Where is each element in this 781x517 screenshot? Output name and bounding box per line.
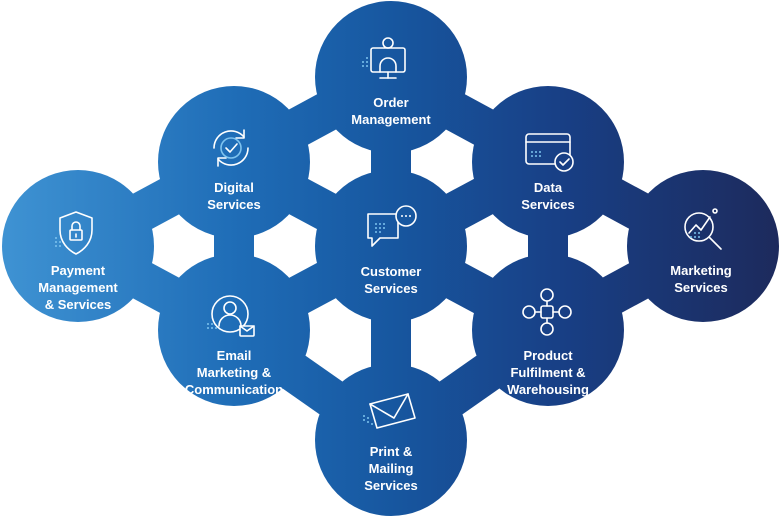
node-label-line: Order — [373, 95, 409, 110]
node-label-line: Marketing & — [196, 365, 272, 380]
node-marketing-services[interactable]: Marketing Services — [626, 262, 776, 296]
node-circle-payment-management — [2, 170, 154, 322]
node-label-line: Product — [523, 348, 573, 363]
node-circle-customer-services — [315, 170, 467, 322]
node-product-fulfilment[interactable]: Product Fulfilment & Warehousing — [473, 347, 623, 398]
node-circle-marketing-services — [627, 170, 779, 322]
node-circle-print-mailing — [315, 364, 467, 516]
magnifier-chart-icon — [675, 203, 735, 259]
node-email-marketing[interactable]: Email Marketing & Communication — [159, 347, 309, 398]
node-label-line: Mailing — [368, 461, 414, 476]
node-label-line: Services — [364, 281, 418, 296]
node-digital-services[interactable]: Digital Services — [159, 179, 309, 213]
node-circle-product-fulfilment — [472, 254, 624, 406]
node-label-line: Services — [207, 197, 261, 212]
envelope-icon — [360, 386, 420, 442]
presenter-screen-icon — [361, 34, 421, 90]
node-label-line: Fulfilment & — [510, 365, 586, 380]
node-circle-order-management — [315, 1, 467, 153]
node-label-line: Email — [216, 348, 252, 363]
card-check-icon — [518, 124, 578, 180]
node-data-services[interactable]: Data Services — [473, 179, 623, 213]
node-label-line: Management — [38, 280, 118, 295]
chat-bubbles-icon — [362, 202, 422, 258]
shield-lock-icon — [48, 206, 108, 262]
refresh-check-icon — [202, 120, 262, 176]
node-circle-digital-services — [158, 86, 310, 238]
node-label-line: Communication — [184, 382, 284, 397]
node-order-management[interactable]: Order Management — [316, 94, 466, 128]
node-payment-management[interactable]: Payment Management & Services — [3, 262, 153, 313]
node-circle-data-services — [472, 86, 624, 238]
node-label-line: Warehousing — [507, 382, 589, 397]
node-label-line: Digital — [214, 180, 254, 195]
node-label-line: Customer — [360, 264, 422, 279]
node-label-line: Management — [351, 112, 431, 127]
node-label-line: Payment — [50, 263, 106, 278]
node-label-line: Data — [533, 180, 563, 195]
node-label-line: Services — [364, 478, 418, 493]
flow-nodes-icon — [517, 287, 577, 343]
node-print-mailing[interactable]: Print & Mailing Services — [316, 443, 466, 494]
person-mail-icon — [202, 290, 262, 346]
node-label-line: Marketing — [670, 263, 732, 278]
node-circle-email-marketing — [158, 254, 310, 406]
node-label-line: & Services — [44, 297, 112, 312]
node-label-line: Print & — [369, 444, 413, 459]
node-label-line: Services — [521, 197, 575, 212]
node-customer-services[interactable]: Customer Services — [316, 263, 466, 297]
node-label-line: Services — [674, 280, 728, 295]
